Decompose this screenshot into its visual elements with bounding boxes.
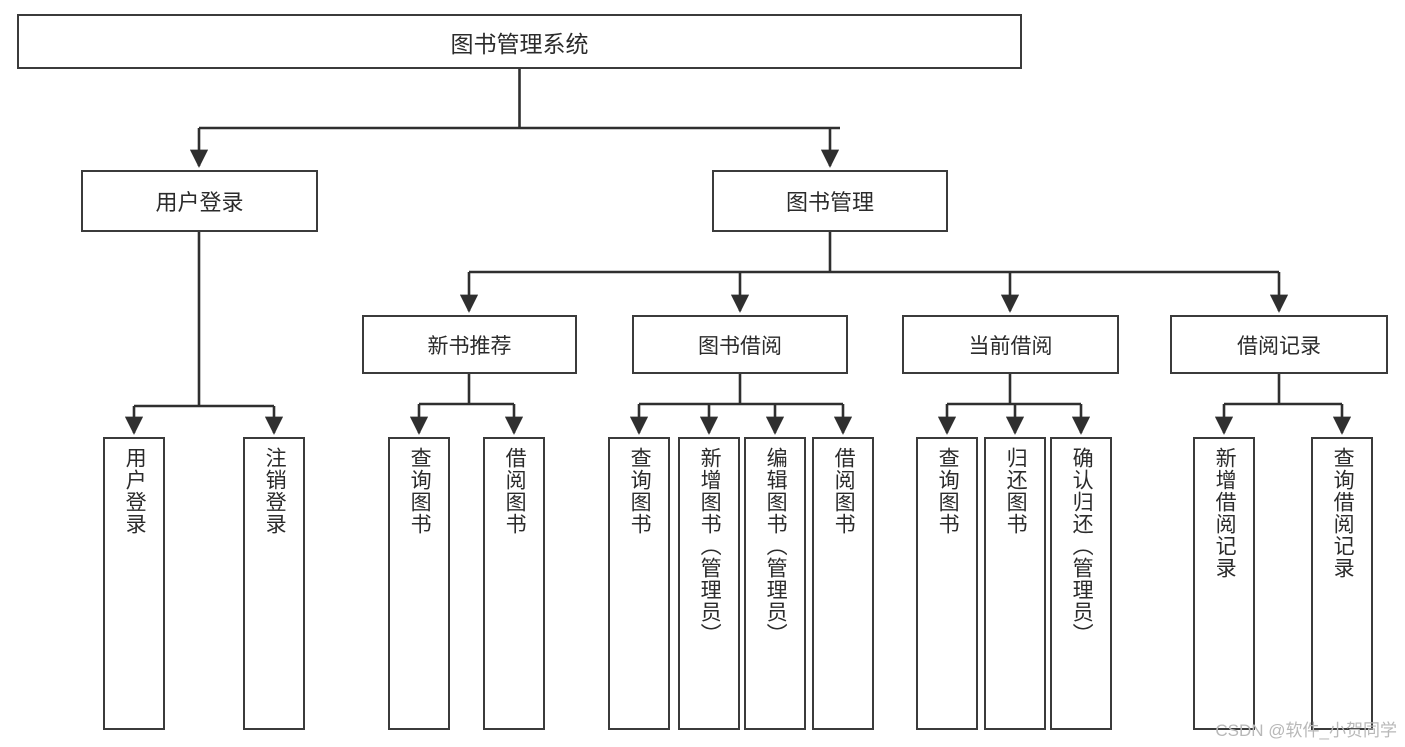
node-leaf-confirm-return[interactable]: 确认归还（管理员） <box>1050 437 1112 730</box>
node-current-borrow[interactable]: 当前借阅 <box>902 315 1119 374</box>
node-leaf-borrow-book[interactable]: 借阅图书 <box>812 437 874 730</box>
node-new-book-rec-label: 新书推荐 <box>427 334 512 358</box>
node-user-login[interactable]: 用户登录 <box>81 170 318 232</box>
node-leaf-query-book-borrow[interactable]: 查询图书 <box>608 437 670 730</box>
node-leaf-return-book-label: 归还图书 <box>1004 447 1028 535</box>
node-user-login-label: 用户登录 <box>155 190 244 215</box>
node-leaf-edit-book[interactable]: 编辑图书（管理员） <box>744 437 806 730</box>
node-leaf-user-logout[interactable]: 注销登录 <box>243 437 305 730</box>
node-current-borrow-label: 当前借阅 <box>968 334 1053 358</box>
node-leaf-query-book-borrow-label: 查询图书 <box>628 447 652 535</box>
node-leaf-add-book-label: 新增图书（管理员） <box>698 447 722 645</box>
node-leaf-add-record[interactable]: 新增借阅记录 <box>1193 437 1255 730</box>
node-root[interactable]: 图书管理系统 <box>17 14 1022 69</box>
node-borrow-record-label: 借阅记录 <box>1237 334 1321 358</box>
node-leaf-user-login[interactable]: 用户登录 <box>103 437 165 730</box>
node-leaf-borrow-book-label: 借阅图书 <box>832 447 856 535</box>
node-leaf-edit-book-label: 编辑图书（管理员） <box>764 447 788 645</box>
node-leaf-borrow-book-rec-label: 借阅图书 <box>503 447 527 535</box>
node-root-label: 图书管理系统 <box>450 30 589 57</box>
node-leaf-query-record[interactable]: 查询借阅记录 <box>1311 437 1373 730</box>
node-leaf-add-record-label: 新增借阅记录 <box>1213 447 1237 579</box>
node-book-borrow-label: 图书借阅 <box>698 334 782 358</box>
watermark: CSDN @软件_小贺同学 <box>1215 721 1397 740</box>
node-leaf-return-book[interactable]: 归还图书 <box>984 437 1046 730</box>
node-leaf-borrow-book-rec[interactable]: 借阅图书 <box>483 437 545 730</box>
node-leaf-confirm-return-label: 确认归还（管理员） <box>1070 447 1094 645</box>
node-leaf-add-book[interactable]: 新增图书（管理员） <box>678 437 740 730</box>
node-book-manage-label: 图书管理 <box>785 190 874 215</box>
node-leaf-query-book-cur-label: 查询图书 <box>936 447 960 535</box>
node-new-book-rec[interactable]: 新书推荐 <box>362 315 577 374</box>
node-leaf-query-book-rec[interactable]: 查询图书 <box>388 437 450 730</box>
node-leaf-query-book-cur[interactable]: 查询图书 <box>916 437 978 730</box>
node-leaf-query-record-label: 查询借阅记录 <box>1331 447 1355 579</box>
node-borrow-record[interactable]: 借阅记录 <box>1170 315 1388 374</box>
node-leaf-user-login-label: 用户登录 <box>123 447 147 535</box>
node-book-borrow[interactable]: 图书借阅 <box>632 315 848 374</box>
node-leaf-query-book-rec-label: 查询图书 <box>408 447 432 535</box>
node-leaf-user-logout-label: 注销登录 <box>263 447 287 535</box>
node-book-manage[interactable]: 图书管理 <box>712 170 948 232</box>
